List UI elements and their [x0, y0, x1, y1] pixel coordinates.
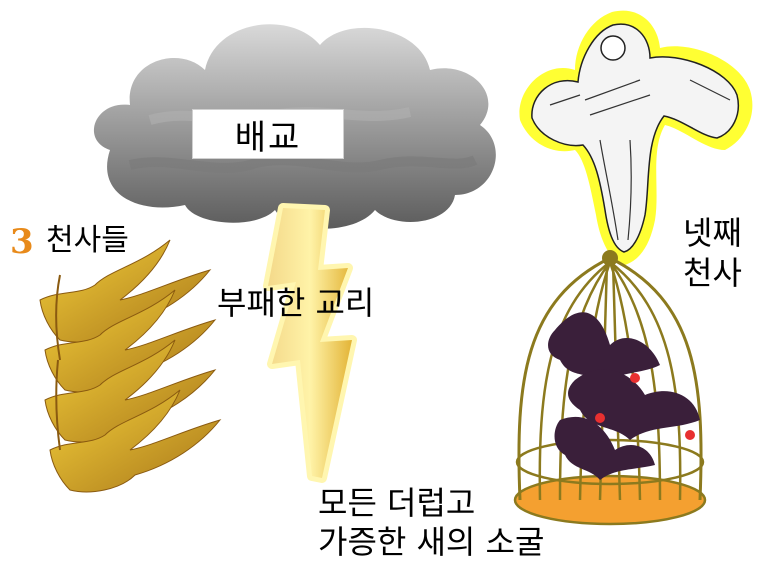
- lightning-bolt: [263, 203, 357, 483]
- three-number: 3: [10, 222, 34, 262]
- cage-caption-line2: 가증한 새의 소굴: [318, 523, 545, 561]
- fourth-angel-line1: 넷째: [683, 214, 742, 252]
- apostasy-text: 배교: [234, 117, 302, 158]
- corrupt-doctrine-label: 부패한 교리: [217, 284, 375, 322]
- fourth-angel: [519, 10, 753, 266]
- three-angels-label: 천사들: [46, 223, 129, 258]
- fourth-angel-line2: 천사: [683, 254, 742, 292]
- three-angels: [39, 239, 222, 493]
- cage-caption-line1: 모든 더럽고: [318, 484, 476, 522]
- apostasy-label: 배교: [192, 109, 344, 159]
- caged-birds: [548, 312, 700, 480]
